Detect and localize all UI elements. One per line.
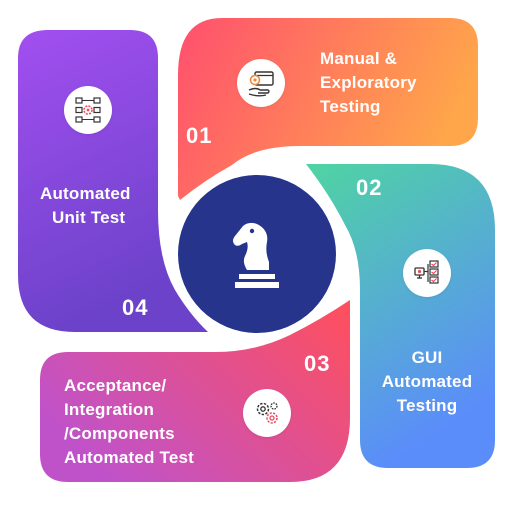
settings-browser-icon bbox=[248, 71, 274, 97]
segment-04-line-1: Automated bbox=[40, 184, 131, 203]
segment-03-label: Acceptance/ Integration /Components Auto… bbox=[64, 374, 194, 470]
segment-01-label: Manual & Exploratory Testing bbox=[320, 47, 417, 119]
segment-02-shape bbox=[306, 164, 495, 468]
center-circle bbox=[178, 175, 336, 333]
gears-icon bbox=[256, 402, 278, 424]
segment-02-line-3: Testing bbox=[396, 396, 458, 415]
segment-03-line-3: /Components bbox=[64, 424, 175, 443]
segment-04-label: Automated Unit Test bbox=[40, 182, 131, 230]
segment-02-label: GUI Automated Testing bbox=[372, 346, 482, 418]
segment-03-line-4: Automated Test bbox=[64, 448, 194, 467]
segment-03-shape bbox=[40, 300, 350, 482]
chess-knight-icon bbox=[233, 222, 279, 288]
monitor-checklist-icon bbox=[414, 260, 439, 284]
segment-01-line-2: Exploratory bbox=[320, 73, 417, 92]
segment-02-line-1: GUI bbox=[411, 348, 443, 367]
workflow-gear-icon bbox=[75, 97, 101, 123]
segment-01-number: 01 bbox=[186, 123, 213, 148]
segment-02-number: 02 bbox=[356, 175, 383, 200]
segment-02-line-2: Automated bbox=[381, 372, 473, 391]
segment-03-line-2: Integration bbox=[64, 400, 155, 419]
segment-02-icon-circle bbox=[403, 249, 451, 297]
segment-01-line-1: Manual & bbox=[320, 49, 398, 68]
segment-01-line-3: Testing bbox=[320, 97, 381, 116]
segment-04-number: 04 bbox=[122, 295, 149, 320]
segment-04-icon-circle bbox=[64, 86, 112, 134]
segment-03-number: 03 bbox=[304, 351, 331, 376]
segment-03-icon-circle bbox=[243, 389, 291, 437]
segment-03-line-1: Acceptance/ bbox=[64, 376, 167, 395]
segment-04-line-2: Unit Test bbox=[52, 208, 126, 227]
segment-01-icon-circle bbox=[237, 59, 285, 107]
